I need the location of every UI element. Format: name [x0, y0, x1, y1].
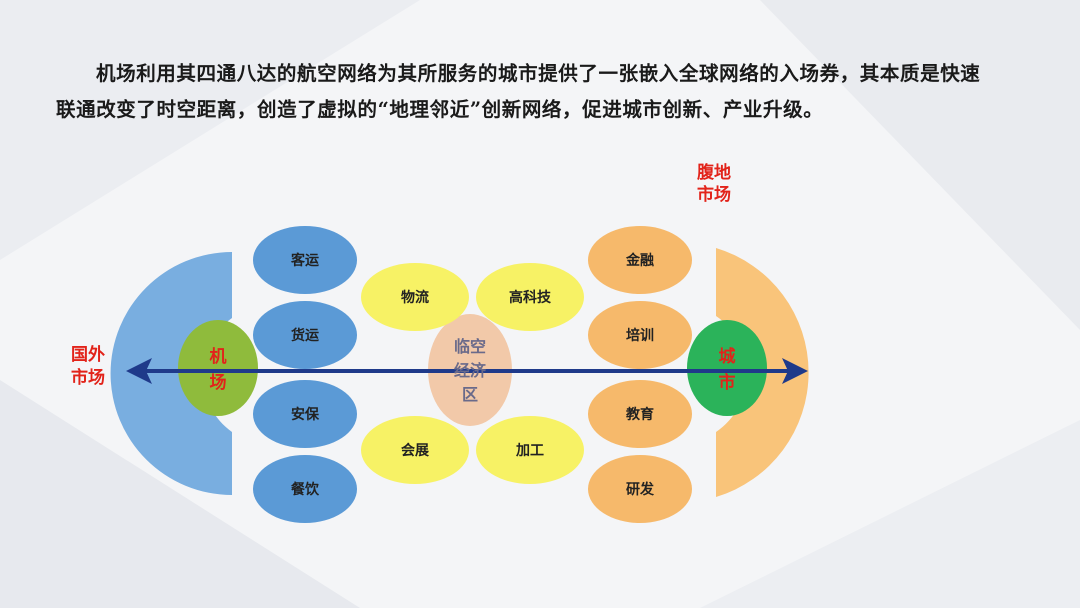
left-node-label: 餐饮: [290, 481, 320, 498]
center-zone-label: 区: [462, 385, 478, 404]
intro-paragraph: 机场利用其四通八达的航空网络为其所服务的城市提供了一张嵌入全球网络的入场券，其本…: [56, 62, 981, 121]
arrow-head-right: [782, 358, 808, 384]
node-yanfa: [588, 455, 692, 523]
node-jiagong: [476, 416, 584, 484]
airport-label: 机: [210, 346, 227, 367]
city-node: [687, 320, 767, 416]
airport-label: 场: [210, 373, 227, 393]
middle-node-label: 加工: [515, 443, 544, 459]
right-node-label: 金融: [625, 252, 654, 269]
airport-node: [178, 320, 258, 416]
city-label: 城: [719, 347, 736, 367]
connection-arrow: [126, 358, 808, 384]
middle-node-label: 会展: [401, 442, 429, 459]
foreign-market-label: 市场: [71, 367, 105, 388]
node-wuliu: [361, 263, 469, 331]
hinterland-market-label: 腹地: [697, 162, 731, 183]
node-gaokeji: [476, 263, 584, 331]
left-node-label: 安保: [291, 406, 320, 423]
middle-node-label: 高科技: [509, 289, 552, 306]
right-node-label: 教育: [626, 406, 654, 423]
node-keyun: [253, 226, 357, 294]
arrow-head-left: [126, 358, 152, 384]
node-jinrong: [588, 226, 692, 294]
node-huizhan: [361, 416, 469, 484]
node-peixun: [588, 301, 692, 369]
middle-node-group: [361, 263, 584, 484]
city-label: 市: [719, 372, 736, 393]
left-node-group: [253, 226, 357, 523]
left-arc-band: [110, 252, 232, 495]
center-zone-label: 经济: [454, 361, 487, 380]
node-anbao: [253, 380, 357, 448]
node-jiaoyu: [588, 380, 692, 448]
node-canyin: [253, 455, 357, 523]
foreign-market-label: 国外: [71, 344, 105, 365]
right-node-label: 培训: [626, 327, 654, 344]
right-node-group: [588, 226, 692, 523]
left-node-label: 货运: [290, 327, 319, 344]
center-zone-label: 临空: [454, 337, 486, 356]
right-node-label: 研发: [626, 481, 655, 498]
node-huoyun: [253, 301, 357, 369]
hinterland-market-label: 市场: [697, 184, 731, 205]
left-node-label: 客运: [290, 252, 319, 269]
middle-node-label: 物流: [401, 289, 429, 306]
